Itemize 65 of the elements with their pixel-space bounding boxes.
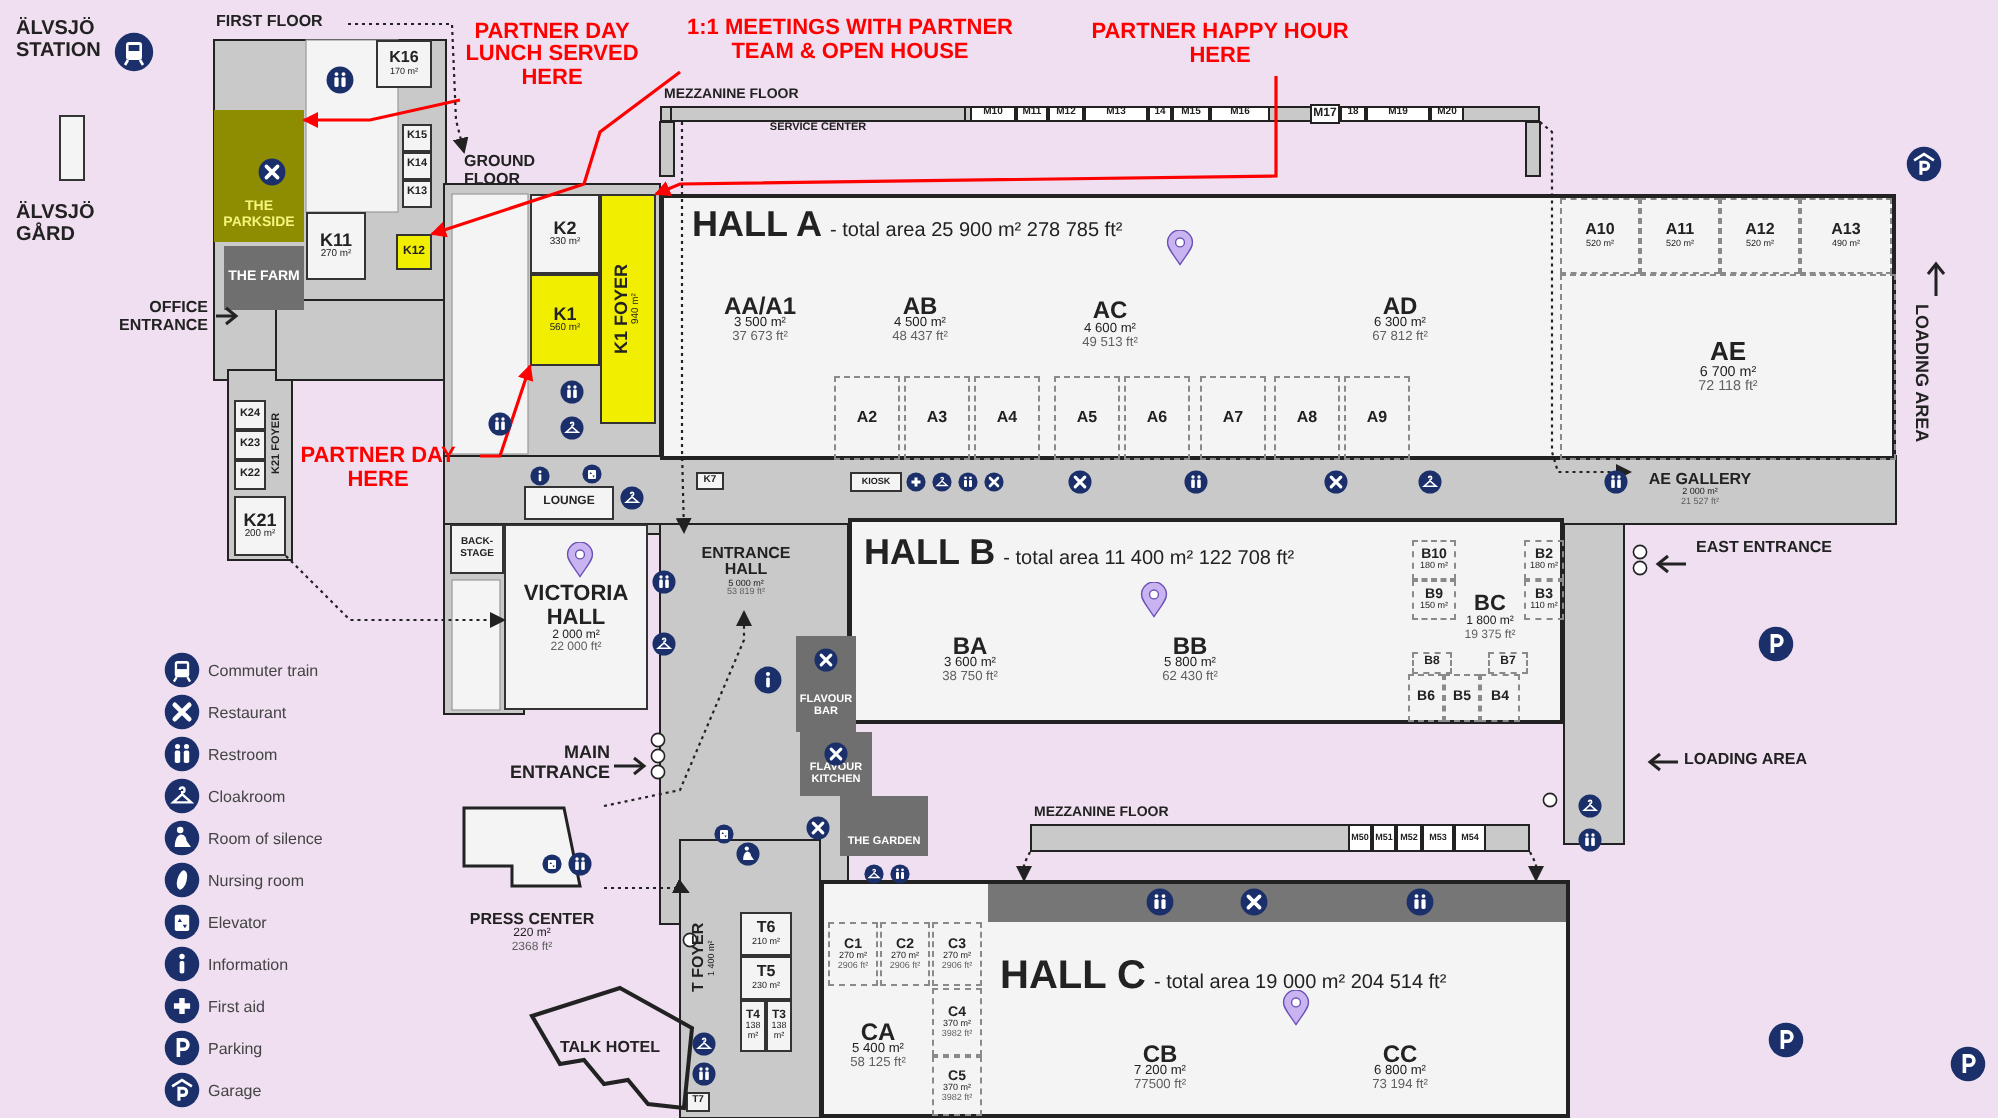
room-name: BA <box>952 633 988 659</box>
room-name: K11 <box>319 231 352 250</box>
room-name: K2 <box>553 219 577 238</box>
callout-text: PARTNER HAPPY HOUR HERE <box>1090 22 1350 70</box>
entrance-label: MAIN ENTRANCE <box>507 744 610 784</box>
area-name: T FOYER <box>690 923 707 993</box>
legend-text: Cloakroom <box>208 787 286 805</box>
callout-text: PARTNER DAY LUNCH SERVED HERE <box>463 21 641 91</box>
room-name: CC <box>1382 1041 1418 1067</box>
room-name: K21 <box>243 511 277 530</box>
total-area-text: - total area 19 000 m² 204 514 ft² <box>1153 974 1447 995</box>
room-name: ENTRANCE HALL <box>699 545 793 579</box>
room-name: A12 <box>1745 222 1775 239</box>
room-name: A10 <box>1585 222 1615 239</box>
callout-text: 1:1 MEETINGS WITH PARTNER TEAM & OPEN HOUSE <box>685 18 1015 66</box>
entrance-label: OFFICE ENTRANCE <box>117 300 208 336</box>
legend-text: Garage <box>208 1081 262 1099</box>
room-name: A3 <box>926 409 948 427</box>
hall-name: HALL B <box>864 534 996 572</box>
room-name: K16 <box>389 50 419 67</box>
room-name: A4 <box>996 409 1018 427</box>
room-name: A13 <box>1831 222 1861 239</box>
room-name: AE <box>1709 338 1747 366</box>
floor-label: FIRST FLOOR <box>216 13 323 31</box>
direction-label: LOADING AREA <box>1910 304 1930 443</box>
legend-text: Restaurant <box>208 703 287 721</box>
legend-text: Elevator <box>208 913 267 931</box>
room-name: T5 <box>756 964 776 981</box>
room-name: A2 <box>856 409 878 427</box>
hall-name: HALL C <box>1000 956 1146 998</box>
room-name: A6 <box>1146 409 1168 427</box>
legend-text: Commuter train <box>208 661 319 679</box>
room-name: A11 <box>1665 222 1695 239</box>
room-name: VICTORIA HALL <box>521 584 631 630</box>
room-name: CB <box>1142 1041 1178 1067</box>
legend-text: Nursing room <box>208 871 305 889</box>
room-name: BC <box>1474 593 1506 616</box>
room-name: A9 <box>1366 409 1388 427</box>
entrance-label: EAST ENTRANCE <box>1696 540 1835 558</box>
room-name: K1 FOYER <box>613 264 633 355</box>
legend-text: First aid <box>208 997 265 1015</box>
room-name: AC <box>1092 298 1128 324</box>
room-name: AB <box>902 293 938 319</box>
room-name: K1 <box>553 305 577 324</box>
room-name: AD <box>1382 293 1418 319</box>
direction-label: LOADING AREA <box>1684 752 1809 770</box>
room-name: CA <box>860 1019 896 1045</box>
room-name: AE GALLERY <box>1648 472 1752 489</box>
hall-name: HALL A <box>692 206 822 244</box>
room-name: PRESS CENTER <box>469 912 595 929</box>
place-label: ÄLVSJÖ STATION <box>16 18 103 62</box>
room-name: AA/A1 <box>723 293 796 319</box>
room-name: A7 <box>1222 409 1244 427</box>
legend-text: Parking <box>208 1039 263 1057</box>
total-area-text: - total area 11 400 m² 122 708 ft² <box>1003 550 1295 571</box>
place-label: ÄLVSJÖ GÅRD <box>16 202 97 246</box>
room-name: BB <box>1172 633 1208 659</box>
room-name: A5 <box>1076 409 1098 427</box>
legend-text: Information <box>208 955 289 973</box>
legend-text: Restroom <box>208 745 278 763</box>
room-name: TALK HOTEL <box>559 1039 661 1057</box>
room-name: T6 <box>756 920 776 937</box>
total-area-text: - total area 25 900 m² 278 785 ft² <box>830 222 1123 243</box>
legend-text: Room of silence <box>208 829 323 847</box>
room-name: A8 <box>1296 409 1318 427</box>
